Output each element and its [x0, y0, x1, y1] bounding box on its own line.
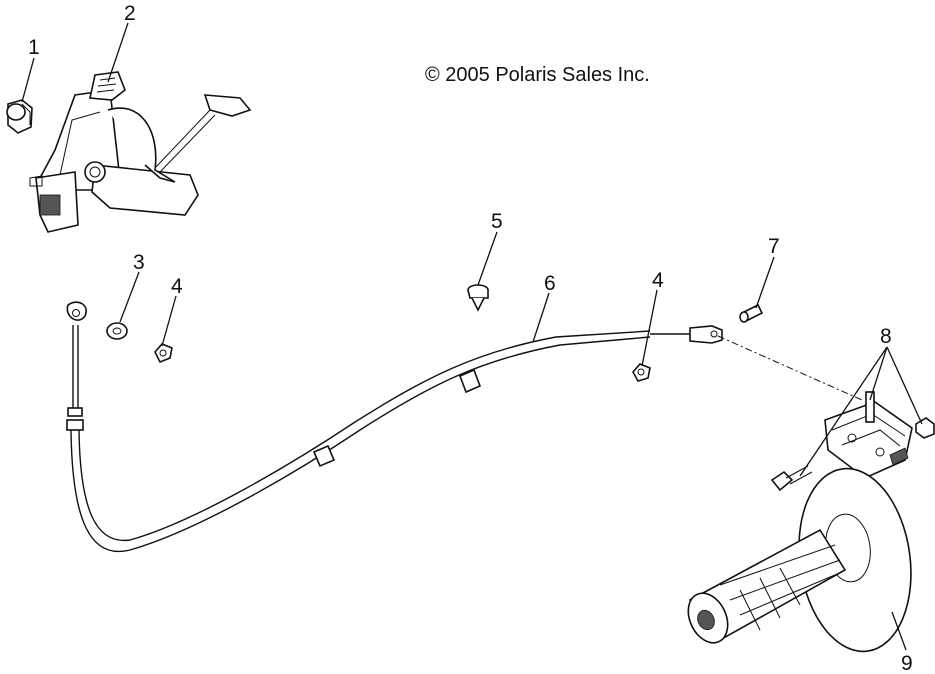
cable-route-dash	[717, 335, 863, 401]
part-4-clip-right	[632, 363, 651, 382]
callout-8: 8	[880, 325, 892, 348]
part-3-washer	[106, 322, 128, 340]
callout-4-left: 4	[171, 275, 183, 298]
part-8-bolt	[770, 465, 813, 492]
copyright-notice: © 2005 Polaris Sales Inc.	[425, 64, 650, 86]
callout-4-right: 4	[652, 269, 664, 292]
part-5-push-rivet	[467, 284, 489, 312]
part-9-brake-disc-driveshaft	[687, 467, 912, 653]
part-8-caliper-bracket	[824, 391, 913, 479]
part-7-pin	[739, 303, 764, 323]
callout-6: 6	[544, 272, 556, 295]
callout-labels: 1 2 3 4 4 5 6 7 8 9	[28, 2, 913, 674]
callout-5: 5	[491, 210, 503, 233]
part-8-nut	[915, 417, 935, 439]
callout-2: 2	[124, 2, 136, 25]
callout-3: 3	[133, 251, 145, 274]
callout-7: 7	[768, 235, 780, 258]
part-6-brake-cable	[66, 301, 723, 553]
part-2-brake-pedal-assembly	[29, 71, 252, 233]
part-4-clip-left	[154, 343, 173, 364]
part-1-flange-nut	[6, 99, 33, 134]
leader-lines	[21, 22, 923, 651]
callout-1: 1	[28, 36, 40, 59]
callout-9: 9	[901, 652, 913, 674]
